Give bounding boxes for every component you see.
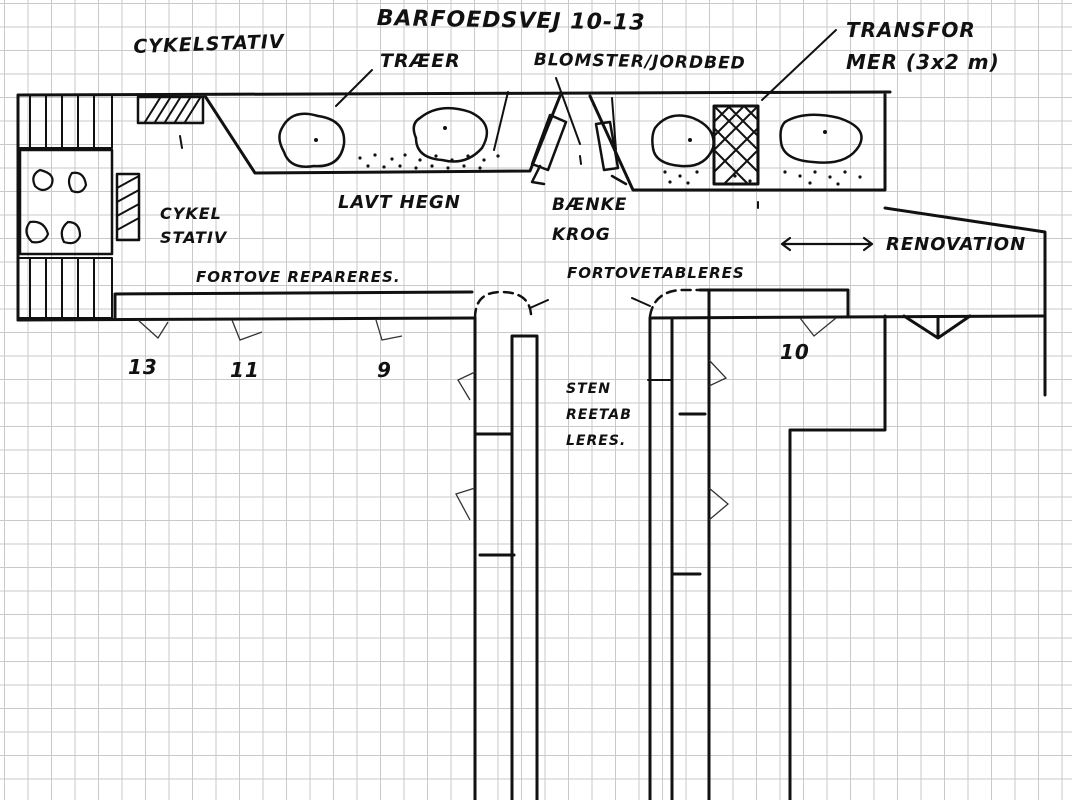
label-cykelstativ-side: CYKEL STATIV xyxy=(160,204,228,247)
bike-stand-top xyxy=(136,95,205,125)
waste-bin-symbol xyxy=(902,314,972,340)
label-fortove-repareres: FORTOVE REPARERES. xyxy=(196,268,401,286)
benches xyxy=(530,113,628,186)
house-number-13: 13 xyxy=(128,355,158,379)
label-traeer: TRÆER xyxy=(380,50,461,72)
transformer-box xyxy=(712,104,760,186)
flower-beds xyxy=(358,153,862,186)
renovation-arrow xyxy=(780,236,874,252)
leader-lines xyxy=(335,29,837,381)
house-number-11: 11 xyxy=(230,358,260,382)
street-sidewalk-lines xyxy=(16,288,1047,800)
label-lavt-hegn: LAVT HEGN xyxy=(338,192,461,213)
label-baenke-krog: BÆNKE KROG xyxy=(552,195,628,245)
house-number-10: 10 xyxy=(780,340,810,364)
left-hatched-stairs xyxy=(17,94,114,319)
bike-stand-side xyxy=(115,172,141,242)
label-transformer: TRANSFOR MER (3x2 m) xyxy=(846,18,1000,74)
box-shrubs xyxy=(25,168,88,245)
courtyard-outline xyxy=(16,90,1047,397)
trees xyxy=(278,106,863,168)
label-renovation: RENOVATION xyxy=(886,234,1027,255)
label-sten-reetableres: STEN REETAB LERES. xyxy=(566,381,632,449)
door-swings xyxy=(137,317,837,521)
title-street-address: BARFOEDSVEJ 10-13 xyxy=(376,6,646,36)
label-fortove-etableres: FORTOVETABLERES xyxy=(567,264,745,282)
house-number-9: 9 xyxy=(377,358,392,382)
label-blomster-jordbed: BLOMSTER/JORDBED xyxy=(533,50,746,74)
